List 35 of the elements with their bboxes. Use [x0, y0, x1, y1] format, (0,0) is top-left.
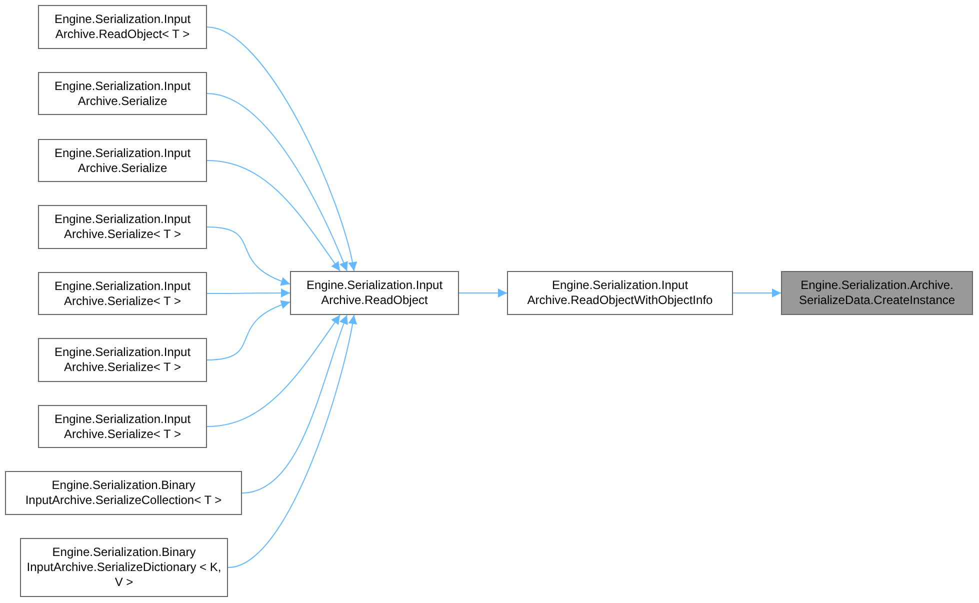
call-arrow	[242, 314, 348, 494]
call-arrow	[206, 226, 290, 286]
call-arrow	[228, 314, 357, 568]
function-box	[38, 72, 207, 115]
function-name: Engine.Serialization.Input Archive.Serialize	[53, 78, 192, 108]
function-box	[38, 5, 207, 49]
function-name: Engine.Serialization.Binary InputArchive.SerializeCollection< T >	[24, 478, 223, 508]
function-name: Engine.Serialization.Input Archive.ReadObject	[305, 278, 444, 308]
function-box	[38, 272, 207, 315]
function-name: Engine.Serialization.Archive. SerializeData.CreateInstance	[798, 278, 956, 308]
function-name: Engine.Serialization.Input Archive.Serialize< T >	[53, 345, 192, 375]
function-name: Engine.Serialization.Input Archive.ReadObject< T >	[53, 12, 192, 42]
function-name: Engine.Serialization.Input Archive.Serialize< T >	[53, 278, 192, 308]
function-box	[38, 338, 207, 382]
function-name: Engine.Serialization.Input Archive.Serialize	[53, 146, 192, 176]
function-box	[507, 271, 733, 315]
call-arrow	[206, 314, 340, 427]
function-box	[38, 405, 207, 448]
function-box	[38, 139, 207, 182]
function-name: Engine.Serialization.Input Archive.ReadObjectWithObjectInfo	[526, 278, 714, 308]
call-arrow	[206, 300, 290, 360]
function-box	[20, 538, 228, 597]
function-name: Engine.Serialization.Input Archive.Serialize< T >	[53, 412, 192, 442]
call-arrow	[732, 288, 782, 298]
call-arrow	[458, 288, 508, 298]
highlighted-function-box	[781, 271, 973, 315]
function-name: Engine.Serialization.Binary InputArchive.SerializeDictionary < K, V >	[26, 545, 222, 590]
function-name: Engine.Serialization.Input Archive.Serialize< T >	[53, 212, 192, 242]
function-box	[290, 271, 459, 315]
function-box	[38, 205, 207, 249]
call-arrow	[206, 93, 348, 272]
function-box	[5, 471, 242, 515]
call-arrow	[206, 160, 340, 272]
call-arrow	[206, 288, 290, 298]
call-arrow	[206, 26, 357, 272]
